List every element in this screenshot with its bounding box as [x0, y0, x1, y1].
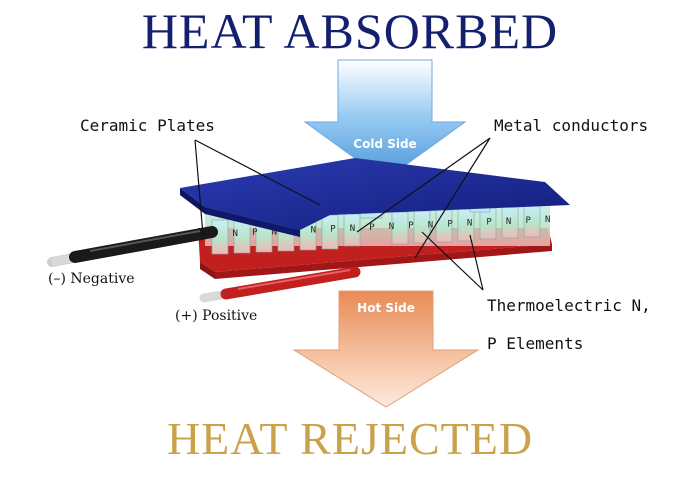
- negative-wire: [47, 226, 218, 267]
- pn-letter: P: [369, 223, 375, 233]
- pn-letter: P: [408, 221, 414, 231]
- thermoelectric-label-line2: P Elements: [487, 334, 584, 353]
- cold-side-arrow: [303, 59, 467, 181]
- cold-side-label: Cold Side: [353, 137, 416, 151]
- heat-absorbed-title: HEAT ABSORBED: [141, 3, 559, 59]
- callout-lines: [194, 137, 491, 291]
- hot-side-label: Hot Side: [357, 301, 415, 315]
- cold-ceramic-plate: [180, 158, 570, 230]
- positive-label: (+) Positive: [175, 308, 258, 324]
- pn-letter: P: [526, 216, 532, 226]
- pn-letter: N: [233, 229, 238, 239]
- pn-letter: N: [311, 226, 316, 236]
- pn-letter: N: [545, 215, 550, 225]
- ceramic-plates-label: Ceramic Plates: [80, 116, 215, 135]
- pn-letter: N: [506, 217, 511, 227]
- hot-side-arrow: [292, 290, 480, 408]
- pn-letter: P: [486, 218, 492, 228]
- negative-label: (–) Negative: [48, 271, 135, 287]
- pn-letter: N: [272, 227, 277, 237]
- pn-letter: N: [428, 220, 433, 230]
- thermoelectric-label-line1: Thermoelectric N,: [487, 296, 651, 315]
- metal-conductors-label: Metal conductors: [494, 116, 649, 135]
- heat-rejected-title: HEAT REJECTED: [166, 413, 534, 464]
- pn-letter: N: [467, 219, 472, 229]
- pn-letter: P: [330, 225, 336, 235]
- pn-letter: P: [252, 228, 258, 238]
- pn-letter: N: [350, 224, 355, 234]
- pn-letter: N: [389, 222, 394, 232]
- positive-wire: [199, 266, 361, 303]
- pn-letter: P: [447, 219, 453, 229]
